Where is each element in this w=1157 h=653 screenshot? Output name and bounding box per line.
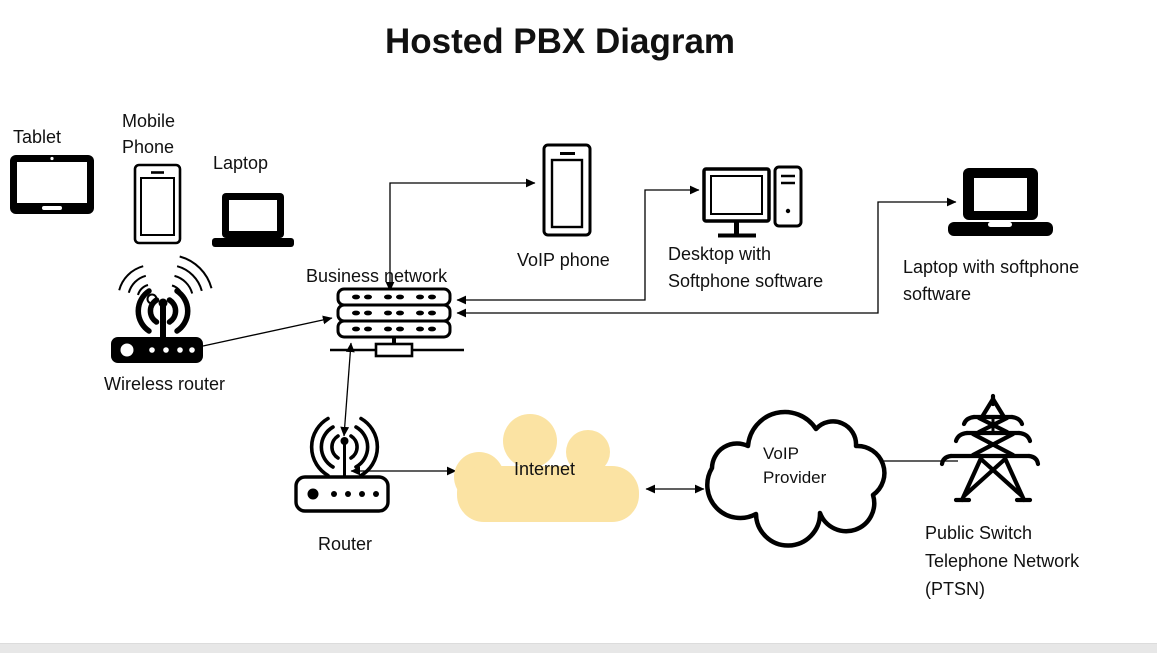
laptop-label: Laptop bbox=[213, 153, 269, 173]
pstn-label: Public Switch Telephone Network (PTSN) bbox=[925, 519, 1079, 603]
connector-business-network-voip-phone bbox=[385, 178, 536, 292]
wireless-router-icon bbox=[111, 255, 213, 363]
pstn-label-line1: Public Switch bbox=[925, 523, 1033, 543]
desktop-icon bbox=[702, 165, 803, 238]
mobile-phone-icon bbox=[133, 163, 182, 245]
pstn-label-line3: (PTSN) bbox=[925, 579, 985, 599]
voip-provider-label-line1: VoIP bbox=[763, 444, 799, 463]
connector-router-to-business-network bbox=[340, 342, 355, 437]
voip-provider-cloud bbox=[705, 409, 887, 548]
laptop-softphone-label: Laptop with softphone software bbox=[903, 254, 1079, 308]
voip-phone-label: VoIP phone bbox=[517, 250, 610, 270]
laptop-icon bbox=[212, 193, 294, 247]
bottom-edge-bar bbox=[0, 643, 1157, 653]
tablet-label: Tablet bbox=[13, 127, 62, 147]
laptop-softphone-label-line1: Laptop with softphone bbox=[903, 257, 1080, 277]
router-label: Router bbox=[318, 534, 373, 554]
connector-wireless-router-to-business-network bbox=[202, 315, 333, 347]
business-network-label: Business network bbox=[306, 266, 448, 286]
internet-cloud bbox=[454, 414, 639, 522]
desktop-softphone-label: Desktop with Softphone software bbox=[668, 241, 823, 295]
pstn-label-line2: Telephone Network bbox=[925, 551, 1080, 571]
internet-label: Internet bbox=[514, 459, 576, 479]
voip-provider-label-line2: Provider bbox=[763, 468, 827, 487]
connector-business-network-laptop-softphone bbox=[456, 197, 957, 318]
voip-phone-icon bbox=[542, 143, 592, 237]
pstn-tower-icon bbox=[939, 393, 1041, 503]
mobile-phone-label: Mobile Phone bbox=[122, 108, 175, 160]
laptop-softphone-icon bbox=[948, 168, 1053, 236]
diagram-title: Hosted PBX Diagram bbox=[384, 22, 736, 61]
mobile-phone-label-line1: Mobile bbox=[122, 111, 176, 131]
wireless-router-label: Wireless router bbox=[104, 374, 226, 394]
desktop-softphone-label-line2: Softphone software bbox=[668, 271, 824, 291]
business-network-server-icon bbox=[330, 287, 464, 358]
router-icon bbox=[294, 416, 390, 513]
voip-provider-label: VoIP Provider bbox=[763, 442, 826, 490]
desktop-softphone-label-line1: Desktop with bbox=[668, 244, 772, 264]
laptop-softphone-label-line2: software bbox=[903, 284, 972, 304]
mobile-phone-label-line2: Phone bbox=[122, 137, 175, 157]
tablet-icon bbox=[10, 155, 94, 214]
